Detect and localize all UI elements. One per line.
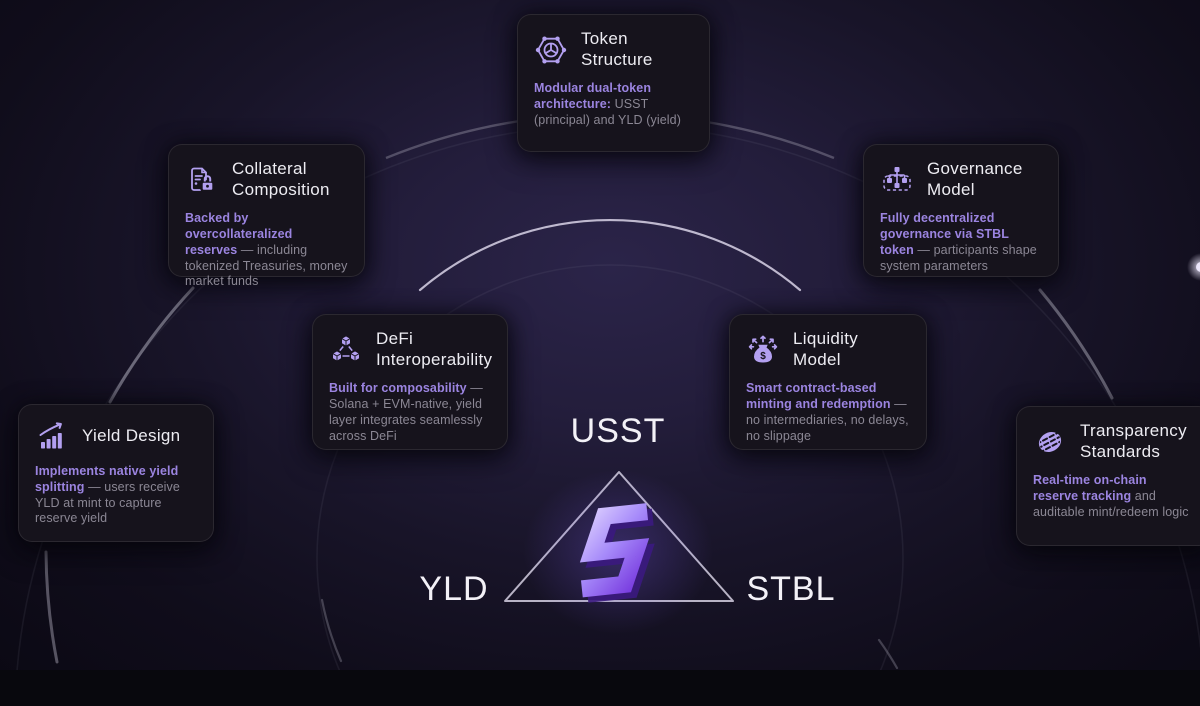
card-description: Modular dual-token architecture: USST (p… bbox=[534, 81, 681, 127]
card-transparency-standards: Transparency Standards Real-time on-chai… bbox=[1016, 406, 1200, 546]
yield-design-icon bbox=[35, 419, 69, 453]
card-description: Backed by overcollateralized reserves — … bbox=[185, 211, 348, 289]
outer-arc-left bbox=[110, 288, 193, 402]
card-defi-interoperability: DeFi Interoperability Built for composab… bbox=[312, 314, 508, 450]
inner-arc-top bbox=[418, 219, 802, 292]
card-title: Transparency Standards bbox=[1080, 421, 1187, 461]
edge-glow-dot-core bbox=[1196, 262, 1200, 272]
card-description: Built for composability — Solana + EVM-n… bbox=[329, 381, 483, 443]
label-yld: YLD bbox=[419, 570, 489, 608]
inner-circle bbox=[316, 264, 904, 706]
outer-arc-right bbox=[1038, 288, 1114, 400]
defi-interoperability-icon bbox=[329, 333, 363, 367]
collateral-composition-icon bbox=[185, 163, 219, 197]
svg-text:$: $ bbox=[760, 351, 766, 362]
card-title: Yield Design bbox=[82, 425, 181, 445]
outer-arc-bottom-left bbox=[44, 550, 59, 664]
governance-model-icon bbox=[880, 163, 914, 197]
token-structure-icon bbox=[534, 33, 568, 67]
card-description: Fully decentralized governance via STBL … bbox=[880, 211, 1037, 273]
transparency-standards-icon bbox=[1033, 425, 1067, 459]
card-title: Governance Model bbox=[927, 159, 1023, 199]
card-title: Collateral Composition bbox=[232, 159, 330, 199]
card-title: DeFi Interoperability bbox=[376, 329, 493, 369]
card-token-structure: Token Structure Modular dual-token archi… bbox=[517, 14, 710, 152]
card-description: Implements native yield splitting — user… bbox=[35, 464, 180, 526]
edge-glow-dot bbox=[1187, 253, 1200, 281]
label-stbl: STBL bbox=[746, 570, 836, 608]
card-title: Token Structure bbox=[581, 29, 653, 69]
bottom-letterbox-bar bbox=[0, 670, 1200, 706]
card-governance-model: Governance Model Fully decentralized gov… bbox=[863, 144, 1059, 277]
inner-arc-bottom-right bbox=[877, 638, 899, 670]
card-description: Real-time on-chain reserve tracking and … bbox=[1033, 473, 1189, 519]
liquidity-model-icon: $ bbox=[746, 333, 780, 367]
inner-arc-bottom-left bbox=[320, 598, 343, 663]
card-collateral-composition: Collateral Composition Backed by overcol… bbox=[168, 144, 365, 288]
card-liquidity-model: $ Liquidity Model Smart contract-based m… bbox=[729, 314, 927, 450]
card-title: Liquidity Model bbox=[793, 329, 859, 369]
logo-mark bbox=[579, 503, 655, 603]
card-yield-design: Yield Design Implements native yield spl… bbox=[18, 404, 214, 542]
label-usst: USST bbox=[570, 412, 666, 450]
card-description: Smart contract-based minting and redempt… bbox=[746, 381, 909, 443]
